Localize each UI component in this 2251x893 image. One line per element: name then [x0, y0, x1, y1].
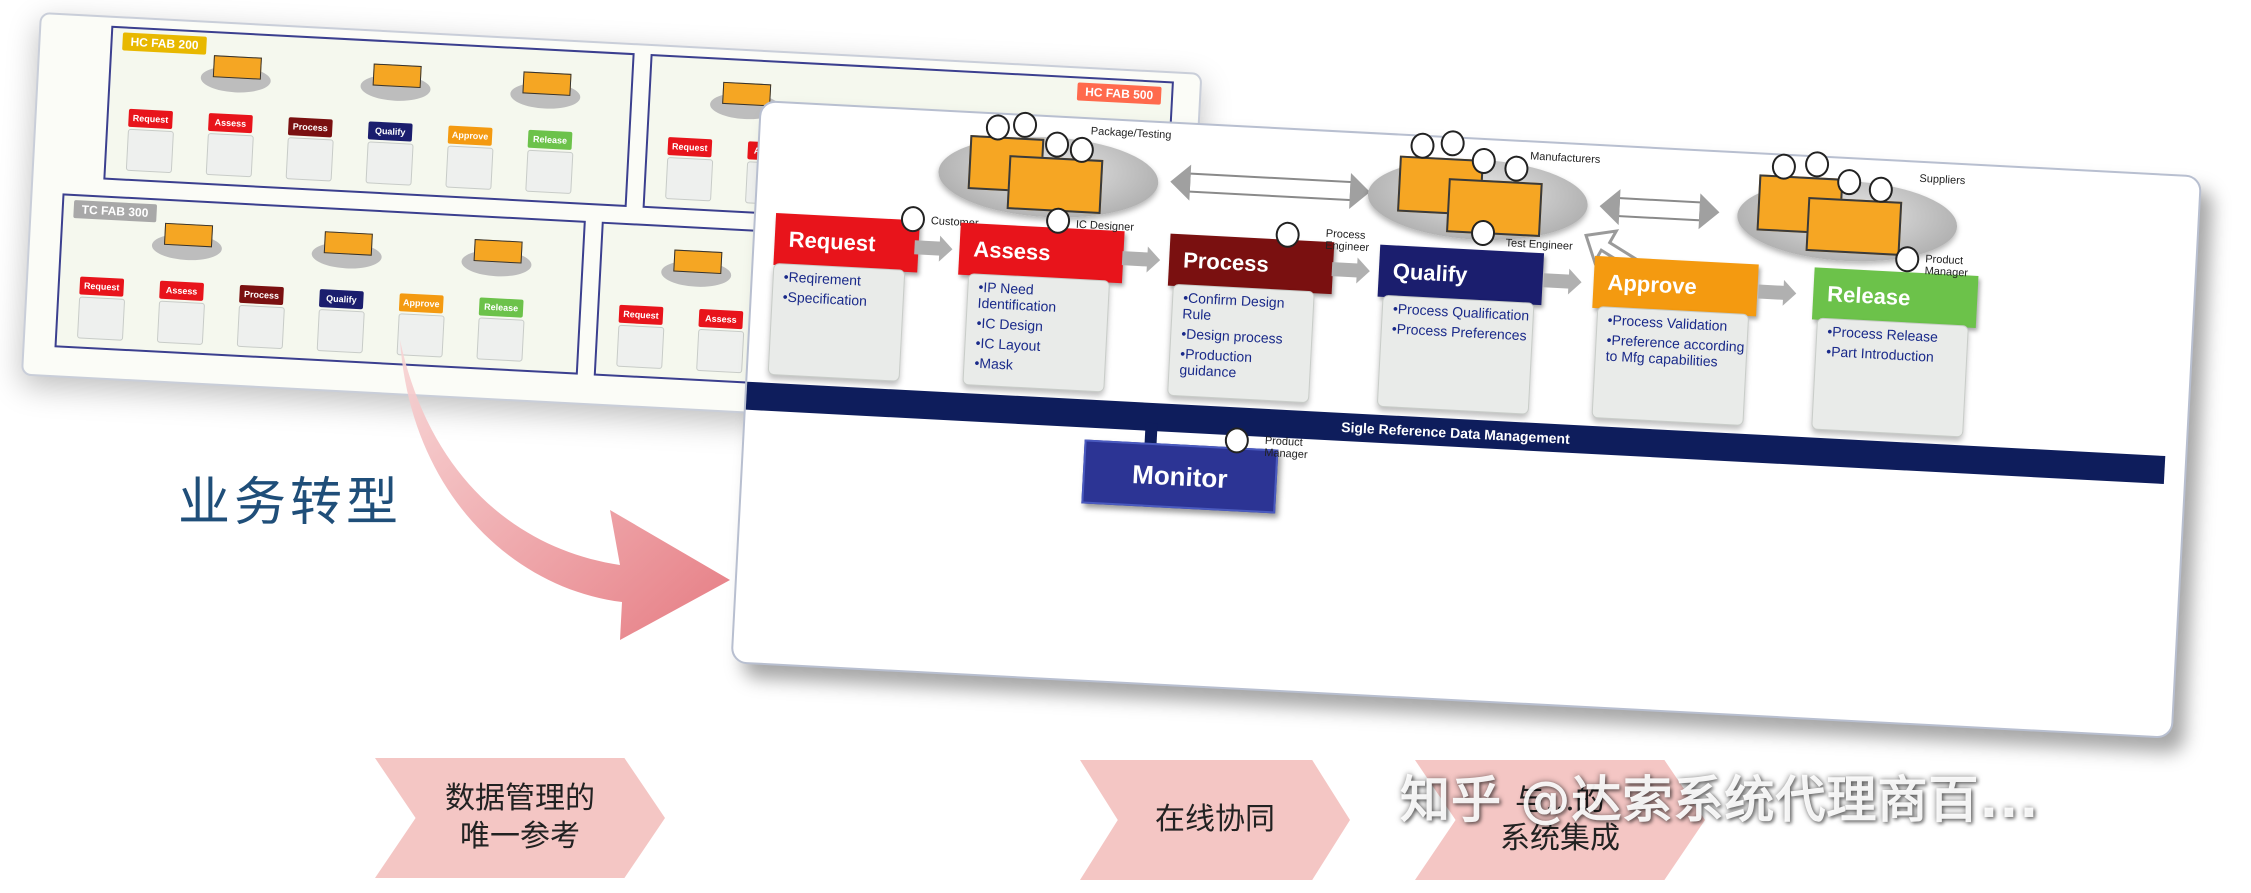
step-body-approve: •Process Validation •Preference accordin… [1591, 306, 1750, 426]
bullet: •Specification [782, 288, 868, 309]
crowd-icon [1805, 196, 1903, 256]
mini-step: Qualify [367, 121, 413, 142]
bullet: •Process Release [1826, 323, 1939, 345]
mini-step: Assess [698, 308, 744, 330]
mini-body [205, 132, 254, 178]
person-icon [900, 205, 926, 233]
person-icon [1894, 245, 1920, 273]
crowd-icon [1006, 155, 1104, 214]
zhihu-watermark: 知乎 @达索系统代理商百... [1400, 771, 2040, 829]
mini-body [365, 141, 414, 186]
mini-crowd [660, 258, 732, 289]
person-icon [1409, 132, 1436, 160]
mini-body [445, 145, 494, 190]
monitor-box: Monitor [1081, 439, 1279, 514]
curved-arrow-icon [400, 340, 730, 640]
business-transformation-title: 业务转型 [178, 473, 403, 533]
chevron-line: 系统集成 [1500, 821, 1620, 856]
bullet: •Process Validation [1607, 311, 1728, 334]
bullet: •Production guidance [1179, 345, 1253, 381]
mini-step: Assess [159, 280, 205, 301]
person-icon [1440, 129, 1466, 157]
mini-crowd [359, 72, 432, 103]
step-body-request: •Reqirement •Specification [767, 262, 906, 382]
tag-hc-fab-200: HC FAB 200 [122, 32, 207, 55]
mini-crowd [151, 232, 223, 262]
step-arrow-icon [1757, 284, 1785, 300]
chevron-line: 唯一参考 [460, 819, 580, 854]
chevron-line: 与…的 [1515, 783, 1605, 818]
mini-step: Request [128, 108, 173, 130]
bullet: •Preference according to Mfg capabilitie… [1605, 331, 1745, 370]
mini-step: Qualify [318, 289, 364, 310]
step-body-qualify: •Process Qualification •Process Preferen… [1376, 294, 1535, 415]
chevron-line: 数据管理的 [445, 781, 595, 816]
chevron-line: 在线协同 [1155, 802, 1275, 837]
chevron-text: 在线协同 [1155, 801, 1275, 839]
bullet: •Design process [1180, 325, 1284, 347]
mini-step: Process [239, 284, 284, 306]
role-product-manager: Product Manager [1924, 253, 1969, 280]
role-process-engineer: Process Engineer [1324, 227, 1370, 255]
role-monitor-product-manager: Product Manager [1263, 434, 1308, 462]
step-arrow-icon [914, 240, 941, 256]
mini-body [76, 296, 126, 341]
group-label-package-testing: Package/Testing [1090, 125, 1172, 142]
mini-body [316, 309, 365, 354]
bullet: •IC Design [976, 314, 1044, 335]
chevron-single-reference: 数据管理的 唯一参考 [375, 758, 665, 878]
mini-step: Process [287, 117, 333, 138]
bullet: •Mask [974, 354, 1014, 373]
main-process-slide: Package/Testing Manufacturers Suppliers … [730, 100, 2203, 739]
bullet: •Part Introduction [1825, 343, 1935, 365]
bullet: •Confirm Design Rule [1181, 289, 1285, 323]
mini-body [125, 128, 174, 174]
mini-body [285, 137, 334, 182]
chevron-text: 与…的 系统集成 [1500, 782, 1620, 858]
step-arrow-icon [1121, 251, 1149, 267]
mini-body [156, 300, 205, 345]
mini-body [236, 304, 285, 350]
step-body-release: •Process Release •Part Introduction [1811, 317, 1969, 438]
mini-step: Release [478, 297, 524, 318]
group-label-manufacturers: Manufacturers [1529, 150, 1601, 167]
mini-panel-top-left: HC FAB 200 Request Assess Process Qualif… [103, 25, 635, 207]
bullet: •Process Qualification [1392, 300, 1530, 324]
mini-step: Assess [208, 112, 253, 134]
tag-hc-fab-500: HC FAB 500 [1076, 82, 1162, 105]
person-icon [1470, 219, 1496, 247]
bullet: •IP Need Identification [977, 278, 1057, 315]
mini-crowd [509, 80, 581, 111]
mini-step: Request [618, 304, 664, 326]
person-icon [1012, 111, 1038, 139]
double-arrow-icon [1187, 172, 1353, 202]
bullet: •IC Layout [975, 334, 1041, 354]
mini-step: Request [79, 276, 125, 297]
mini-step: Approve [447, 125, 493, 146]
step-body-assess: •IP Need Identification •IC Design •IC L… [962, 273, 1111, 393]
group-label-suppliers: Suppliers [1919, 172, 1966, 188]
double-arrow-icon [1617, 197, 1702, 222]
mini-body [525, 149, 574, 195]
chevron-online-collab: 在线协同 [1080, 760, 1350, 880]
mini-step: Request [667, 137, 713, 158]
chevron-text: 数据管理的 唯一参考 [445, 780, 595, 856]
bullet: •Reqirement [783, 268, 862, 289]
mini-step: Release [527, 129, 573, 151]
mini-crowd [460, 248, 533, 279]
person-icon [1804, 150, 1830, 179]
mini-step: Approve [398, 293, 444, 314]
mini-crowd [200, 64, 272, 95]
role-test-engineer: Test Engineer [1505, 237, 1574, 253]
step-arrow-icon [1331, 262, 1359, 278]
step-body-process: •Confirm Design Rule •Design process •Pr… [1167, 283, 1315, 404]
mini-body [665, 157, 714, 202]
step-arrow-icon [1543, 273, 1570, 289]
bullet: •Process Preferences [1391, 320, 1528, 344]
tag-tc-fab-300: TC FAB 300 [73, 200, 157, 223]
mini-crowd [311, 240, 383, 271]
chevron-system-integration: 与…的 系统集成 [1415, 760, 1705, 880]
